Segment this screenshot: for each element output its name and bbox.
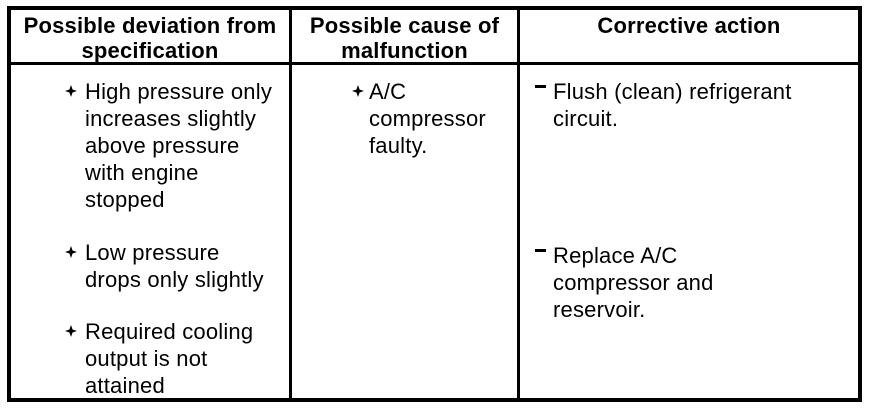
deviation-item-text: High pressure only increases slightly ab… (85, 79, 273, 212)
diamond-bullet-icon (65, 246, 77, 258)
deviation-item: Low pressure drops only slightly (65, 239, 283, 293)
deviation-item-text: Low pressure drops only slightly (85, 240, 264, 292)
action-item: Flush (clean) refrigerant circuit. (535, 78, 854, 132)
deviation-item: High pressure only increases slightly ab… (65, 78, 283, 213)
diamond-bullet-icon (65, 325, 77, 337)
column-action: Flush (clean) refrigerant circuit. Repla… (520, 65, 858, 398)
column-cause: A/C compressor faulty. (292, 65, 520, 398)
action-item-text: Replace A/C compressor and reservoir. (553, 243, 714, 322)
dash-bullet-icon (535, 249, 546, 252)
header-cell-cause: Possible cause of malfunction (292, 10, 520, 65)
troubleshooting-table: Possible deviation from specification Po… (7, 6, 862, 402)
diamond-bullet-icon (352, 85, 364, 97)
column-deviation: High pressure only increases slightly ab… (11, 65, 292, 398)
header-cell-deviation: Possible deviation from specification (11, 10, 292, 65)
deviation-item-text: Required cooling output is not attained (85, 319, 254, 398)
action-item: Replace A/C compressor and reservoir. (535, 242, 854, 323)
diamond-bullet-icon (65, 85, 77, 97)
deviation-item: Required cooling output is not attained (65, 318, 283, 398)
dash-bullet-icon (535, 85, 546, 88)
action-item-text: Flush (clean) refrigerant circuit. (553, 79, 792, 131)
cause-item-text: A/C compressor faulty. (369, 79, 486, 158)
header-cell-action: Corrective action (520, 10, 858, 65)
cause-item: A/C compressor faulty. (352, 78, 511, 159)
